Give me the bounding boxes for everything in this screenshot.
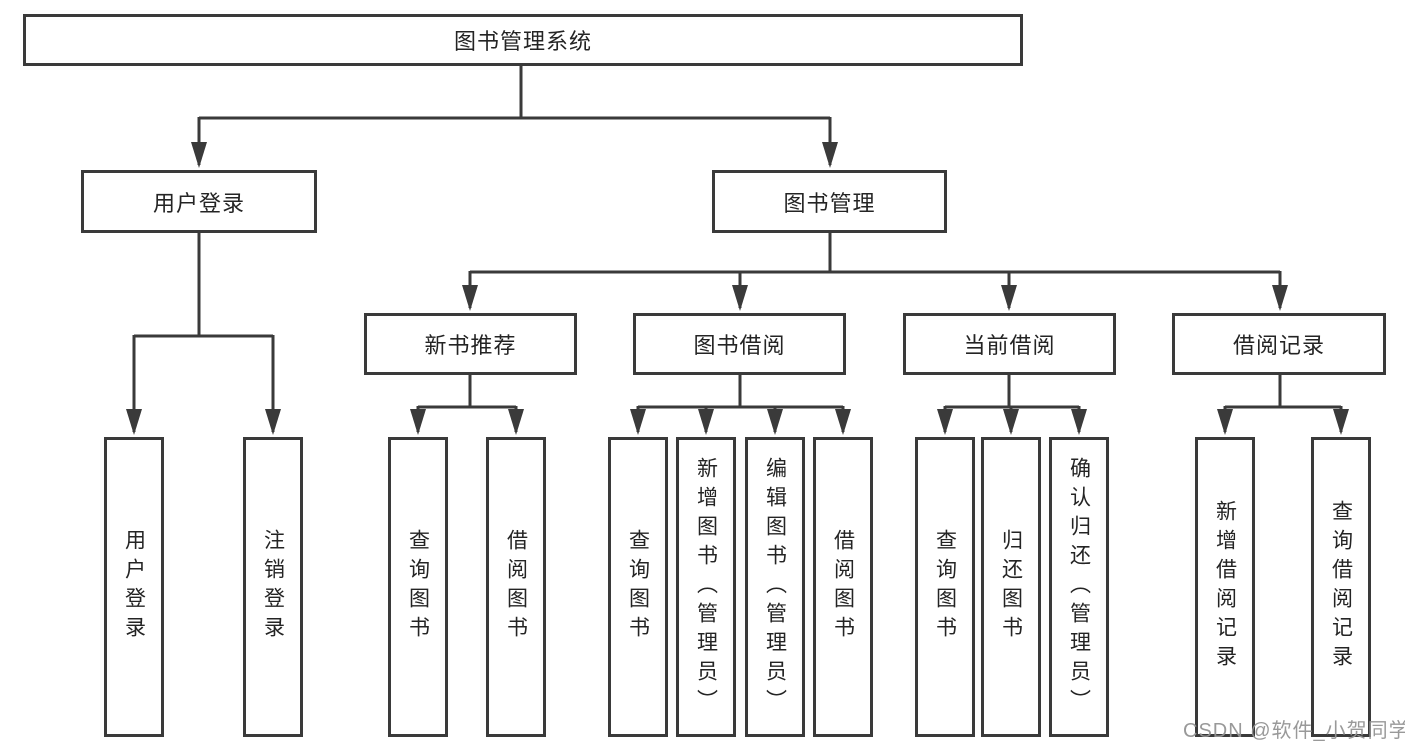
- node-cb-confirm-return-admin-label: 确认归还（管理员）: [1067, 456, 1091, 718]
- node-user-login: 用户登录: [81, 170, 317, 233]
- connector-borrowing-records-children: [1217, 374, 1349, 435]
- node-bb-query-books-label: 查询图书: [626, 529, 650, 645]
- node-bb-edit-books-admin-label: 编辑图书（管理员）: [763, 456, 787, 718]
- node-cb-confirm-return-admin: 确认归还（管理员）: [1049, 437, 1109, 737]
- node-bb-edit-books-admin: 编辑图书（管理员）: [745, 437, 805, 737]
- node-new-book-recommend: 新书推荐: [364, 313, 577, 375]
- node-cb-query-books: 查询图书: [915, 437, 975, 737]
- node-nbr-query-books: 查询图书: [388, 437, 448, 737]
- node-br-query-record: 查询借阅记录: [1311, 437, 1371, 737]
- node-bb-borrow-books: 借阅图书: [813, 437, 873, 737]
- node-user-login-action-label: 用户登录: [122, 529, 146, 645]
- connector-user-login-children: [126, 232, 281, 435]
- node-bb-query-books: 查询图书: [608, 437, 668, 737]
- connector-root-to-level2: [191, 65, 838, 168]
- node-book-management: 图书管理: [712, 170, 947, 233]
- node-bb-add-books-admin-label: 新增图书（管理员）: [694, 456, 718, 718]
- node-current-borrowing: 当前借阅: [903, 313, 1116, 375]
- node-br-query-record-label: 查询借阅记录: [1329, 500, 1353, 674]
- node-user-login-action: 用户登录: [104, 437, 164, 737]
- node-cb-query-books-label: 查询图书: [933, 529, 957, 645]
- node-cb-return-books-label: 归还图书: [999, 529, 1023, 645]
- node-library-management-system: 图书管理系统: [23, 14, 1023, 66]
- node-cb-return-books: 归还图书: [981, 437, 1041, 737]
- node-bb-borrow-books-label: 借阅图书: [831, 529, 855, 645]
- node-logout-action-label: 注销登录: [261, 529, 285, 645]
- node-nbr-borrow-books-label: 借阅图书: [504, 529, 528, 645]
- connector-book-borrowing-children: [630, 374, 851, 435]
- connector-new-book-recommend-children: [410, 374, 524, 435]
- node-nbr-borrow-books: 借阅图书: [486, 437, 546, 737]
- node-logout-action: 注销登录: [243, 437, 303, 737]
- connector-current-borrowing-children: [937, 374, 1087, 435]
- connector-book-management-sections: [462, 232, 1288, 311]
- node-bb-add-books-admin: 新增图书（管理员）: [676, 437, 736, 737]
- csdn-watermark: CSDN @软件_小贺同学: [1183, 720, 1405, 742]
- node-br-add-record-label: 新增借阅记录: [1213, 500, 1237, 674]
- node-book-borrowing: 图书借阅: [633, 313, 846, 375]
- node-nbr-query-books-label: 查询图书: [406, 529, 430, 645]
- node-borrowing-records: 借阅记录: [1172, 313, 1386, 375]
- node-br-add-record: 新增借阅记录: [1195, 437, 1255, 737]
